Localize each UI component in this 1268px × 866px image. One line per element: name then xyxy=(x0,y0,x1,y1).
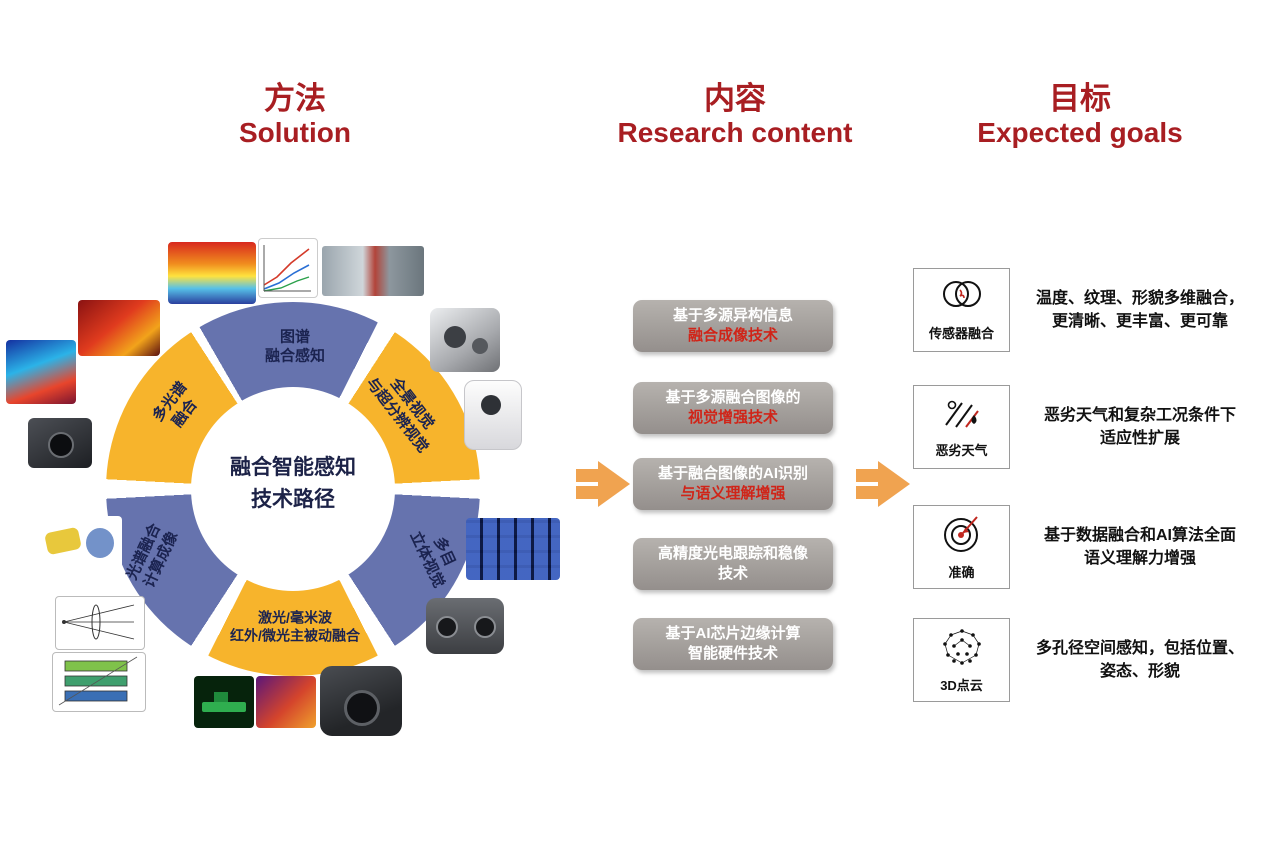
ring-center-line2: 技术路径 xyxy=(251,487,335,511)
accuracy-icon xyxy=(936,516,988,559)
research-box-ai-recognition: 基于融合图像的AI识别 与语义理解增强 xyxy=(633,458,833,510)
optics-diagram-image xyxy=(55,596,145,650)
content-header: 内容 Research content xyxy=(585,81,885,150)
ring-center-line1: 融合智能感知 xyxy=(230,456,356,479)
night-vision-ship-image xyxy=(194,676,254,728)
solution-title-zh: 方法 xyxy=(264,81,326,116)
goal-desc-accuracy: 基于数据融合和AI算法全面 语义理解力增强 xyxy=(1043,527,1236,568)
flow-arrow-content-to-goals xyxy=(856,461,912,507)
thermal-blue-image xyxy=(6,340,76,404)
white-camera-image xyxy=(464,380,522,450)
goal-desc-bad-weather: 恶劣天气和复杂工况条件下 适应性扩展 xyxy=(1043,407,1236,448)
goal-desc-sensor-fusion: 温度、纹理、形貌多维融合， 更清晰、更丰富、更可靠 xyxy=(1035,290,1244,331)
goal-label: 恶劣天气 xyxy=(935,443,988,458)
goal-box-bad-weather: 恶劣天气 xyxy=(913,385,1010,469)
stereo-depth-image xyxy=(466,518,560,580)
goal-label: 3D点云 xyxy=(940,678,983,693)
goals-header: 目标 Expected goals xyxy=(930,81,1230,150)
fruit-thermal-image xyxy=(78,300,160,356)
ring-center-text: 融合智能感知 技术路径 xyxy=(106,452,480,515)
content-title-en: Research content xyxy=(617,117,853,149)
goal-label: 传感器融合 xyxy=(928,326,994,341)
research-box-edge-hardware: 基于AI芯片边缘计算 智能硬件技术 xyxy=(633,618,833,670)
segment-label-jiguang: 激光/毫米波 红外/微光主被动融合 xyxy=(230,609,360,644)
thermal-surface-image xyxy=(168,242,256,304)
goal-desc-point-cloud: 多孔径空间感知，包括位置、 姿态、形貌 xyxy=(1035,640,1244,681)
solution-title-en: Solution xyxy=(239,117,351,149)
goals-title-zh: 目标 xyxy=(1049,81,1111,116)
lens-elements-image xyxy=(40,516,122,574)
ring-hole xyxy=(191,387,395,591)
solution-header: 方法 Solution xyxy=(145,81,445,150)
thermal-scene-image xyxy=(256,676,316,728)
goal-box-sensor-fusion: 传感器融合 xyxy=(913,268,1010,352)
gimbal-camera-image xyxy=(320,666,402,736)
solution-ring: 融合智能感知 技术路径 xyxy=(106,302,480,676)
sensor-fusion-icon xyxy=(936,281,988,320)
content-title-zh: 内容 xyxy=(704,81,766,116)
goals-title-en: Expected goals xyxy=(977,117,1183,149)
goal-box-accuracy: 准确 xyxy=(913,505,1010,589)
segment-label-tupu: 图谱 融合感知 xyxy=(264,328,326,364)
cube-camera-image xyxy=(430,308,500,372)
goal-label: 准确 xyxy=(948,565,975,580)
goal-box-point-cloud: 3D点云 xyxy=(913,618,1010,702)
research-box-tracking-stabilization: 高精度光电跟踪和稳像 技术 xyxy=(633,538,833,590)
research-box-fusion-imaging: 基于多源异构信息 融合成像技术 xyxy=(633,300,833,352)
stereo-camera-image xyxy=(426,598,504,654)
dark-lens-module-image xyxy=(28,418,92,468)
bad-weather-icon xyxy=(936,400,988,437)
research-box-vision-enhancement: 基于多源融合图像的 视觉增强技术 xyxy=(633,382,833,434)
spectrometer-diagram-image xyxy=(52,652,146,712)
panorama-image xyxy=(322,246,424,296)
flow-arrow-solution-to-content xyxy=(576,461,632,507)
point-cloud-icon xyxy=(936,629,988,672)
spectral-chart-image xyxy=(258,238,318,298)
